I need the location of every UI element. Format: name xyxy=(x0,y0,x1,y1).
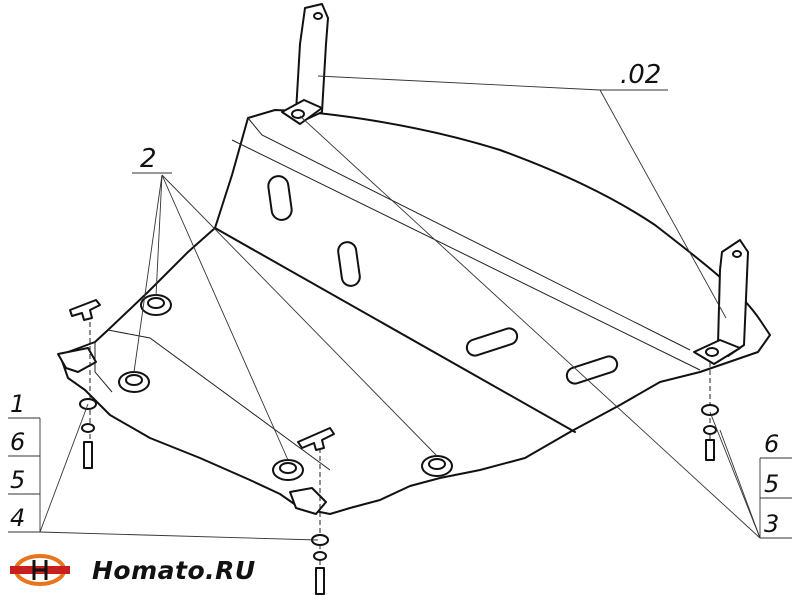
leader-lines xyxy=(8,75,792,541)
brand-logo-text: Homato.RU xyxy=(92,556,256,585)
clip-nut-right xyxy=(297,427,335,451)
rear-bracket-right xyxy=(693,239,749,365)
skid-plate-outline xyxy=(59,109,771,515)
label-part-6-right: 6 xyxy=(764,430,780,458)
rear-bracket-left xyxy=(281,3,329,125)
plate-edge-flange xyxy=(94,342,113,393)
grommet-nut xyxy=(272,459,304,481)
label-part-3-right: 3 xyxy=(764,510,780,538)
fastener-stack-bottom xyxy=(311,448,329,595)
fastener-stack-right xyxy=(701,362,719,461)
grommet-nut xyxy=(140,294,172,316)
label-part-5: 5 xyxy=(10,466,26,494)
clip-nut-left xyxy=(69,299,101,321)
vent-slot xyxy=(565,355,619,385)
label-part-6: 6 xyxy=(10,428,26,456)
vent-slot xyxy=(337,241,361,287)
label-grommet: 2 xyxy=(140,144,157,174)
plate-fold-upper xyxy=(231,139,701,371)
brand-logo: Homato.RU xyxy=(18,548,268,592)
label-part-4: 4 xyxy=(10,504,26,532)
fastener-stack-left xyxy=(79,322,97,469)
vent-slot xyxy=(267,175,293,221)
plate-fold-middle xyxy=(214,227,576,433)
plate-rear-lip xyxy=(247,117,691,351)
grommet-nut xyxy=(421,455,453,477)
plate-fold-lower xyxy=(107,329,331,471)
vent-slot xyxy=(465,327,519,357)
mounting-tab-left xyxy=(57,347,97,373)
label-part-5-right: 5 xyxy=(764,470,780,498)
label-part-1: 1 xyxy=(10,390,26,418)
mounting-tab-bottom xyxy=(289,487,327,515)
crossed-wrench-logo-icon xyxy=(10,554,70,586)
grommet-nut xyxy=(118,371,150,393)
label-bracket: .02 xyxy=(620,60,662,90)
